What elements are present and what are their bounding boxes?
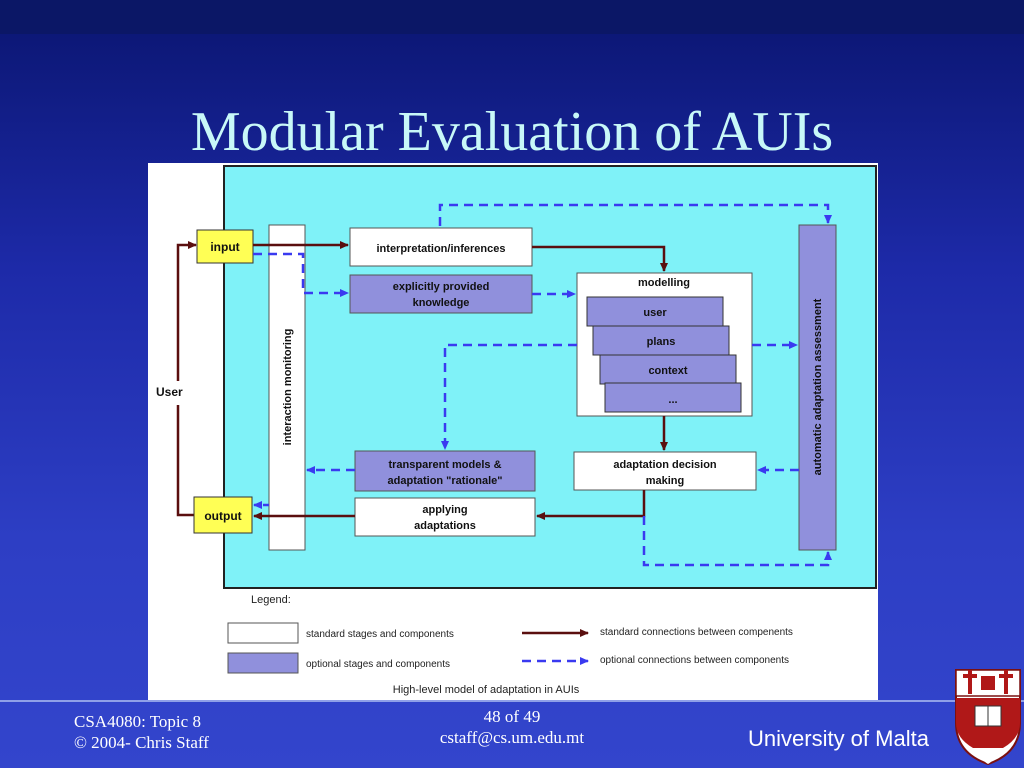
legend-optional-conn-label: optional connections between components (600, 655, 789, 666)
monitoring-top-to-assessment-arrow (438, 203, 832, 226)
output-box (193, 496, 253, 534)
transparent-models-line2: adaptation "rationale" (388, 475, 503, 487)
university-name: University of Malta (748, 726, 929, 751)
slide-number: 48 of 49 (483, 707, 541, 726)
modelling-label: modelling (638, 277, 690, 289)
interpretation-label: interpretation/inferences (377, 243, 506, 255)
model-more-box (604, 382, 742, 413)
applying-to-assessment-arrow (642, 516, 832, 567)
explicit-knowledge-box (349, 274, 533, 314)
transparent-models-line1: transparent models & (388, 459, 501, 471)
system-area (223, 165, 877, 589)
explicit-knowledge-line2: knowledge (413, 297, 470, 309)
footer-divider (0, 700, 1024, 702)
footer-left: CSA4080: Topic 8 © 2004- Chris Staff (74, 711, 209, 753)
applying-adaptations-line1: applying (422, 504, 467, 516)
model-user-label: user (643, 307, 667, 319)
applying-adaptations-box (354, 497, 536, 537)
output-to-user-line (176, 405, 194, 517)
assessment-box (798, 224, 837, 551)
university-crest-logo (955, 669, 1021, 766)
interaction-monitoring-label: interaction monitoring (282, 329, 294, 446)
footer-course: CSA4080: Topic 8 (74, 712, 201, 731)
output-label: output (204, 509, 241, 523)
adaptation-model-diagram: User input output interaction monitoring… (156, 165, 877, 696)
user-label: User (156, 385, 183, 399)
model-user-box (586, 296, 724, 327)
footer-center: 48 of 49 cstaff@cs.um.edu.mt (412, 706, 612, 748)
interaction-monitoring-box (268, 224, 306, 551)
top-band (0, 0, 1024, 34)
decision-making-box (573, 451, 757, 491)
decision-making-line2: making (646, 475, 685, 487)
legend-optional-box-label: optional stages and components (306, 659, 450, 670)
input-box (196, 229, 254, 264)
legend-standard-swatch (227, 622, 299, 644)
author-email: cstaff@cs.um.edu.mt (439, 728, 585, 747)
legend-title: Legend: (251, 594, 291, 606)
model-plans-box (592, 325, 730, 356)
interpretation-to-modelling-arrow (532, 245, 668, 272)
input-to-monitoring-arrow (253, 252, 349, 297)
slide-title: Modular Evaluation of AUIs (190, 101, 834, 163)
transparent-models-box (354, 450, 536, 492)
footer-copyright: © 2004- Chris Staff (74, 733, 209, 752)
model-more-label: ... (668, 394, 677, 406)
legend-standard-box-label: standard stages and components (306, 629, 454, 640)
applying-adaptations-line2: adaptations (414, 520, 476, 532)
modelling-to-transparent-arrow (441, 343, 577, 450)
user-to-input-arrow (176, 241, 197, 381)
interpretation-box (349, 227, 533, 267)
input-label: input (210, 240, 239, 254)
model-context-label: context (648, 365, 687, 377)
decision-making-line1: adaptation decision (613, 459, 717, 471)
model-plans-label: plans (647, 336, 676, 348)
model-context-box (599, 354, 737, 385)
explicit-knowledge-line1: explicitly provided (393, 281, 490, 293)
assessment-label: automatic adaptation assessment (812, 298, 824, 475)
legend-optional-swatch (227, 652, 299, 674)
figure-caption: High-level model of adaptation in AUIs (393, 684, 580, 696)
legend-standard-conn-label: standard connections between compenents (600, 627, 793, 638)
